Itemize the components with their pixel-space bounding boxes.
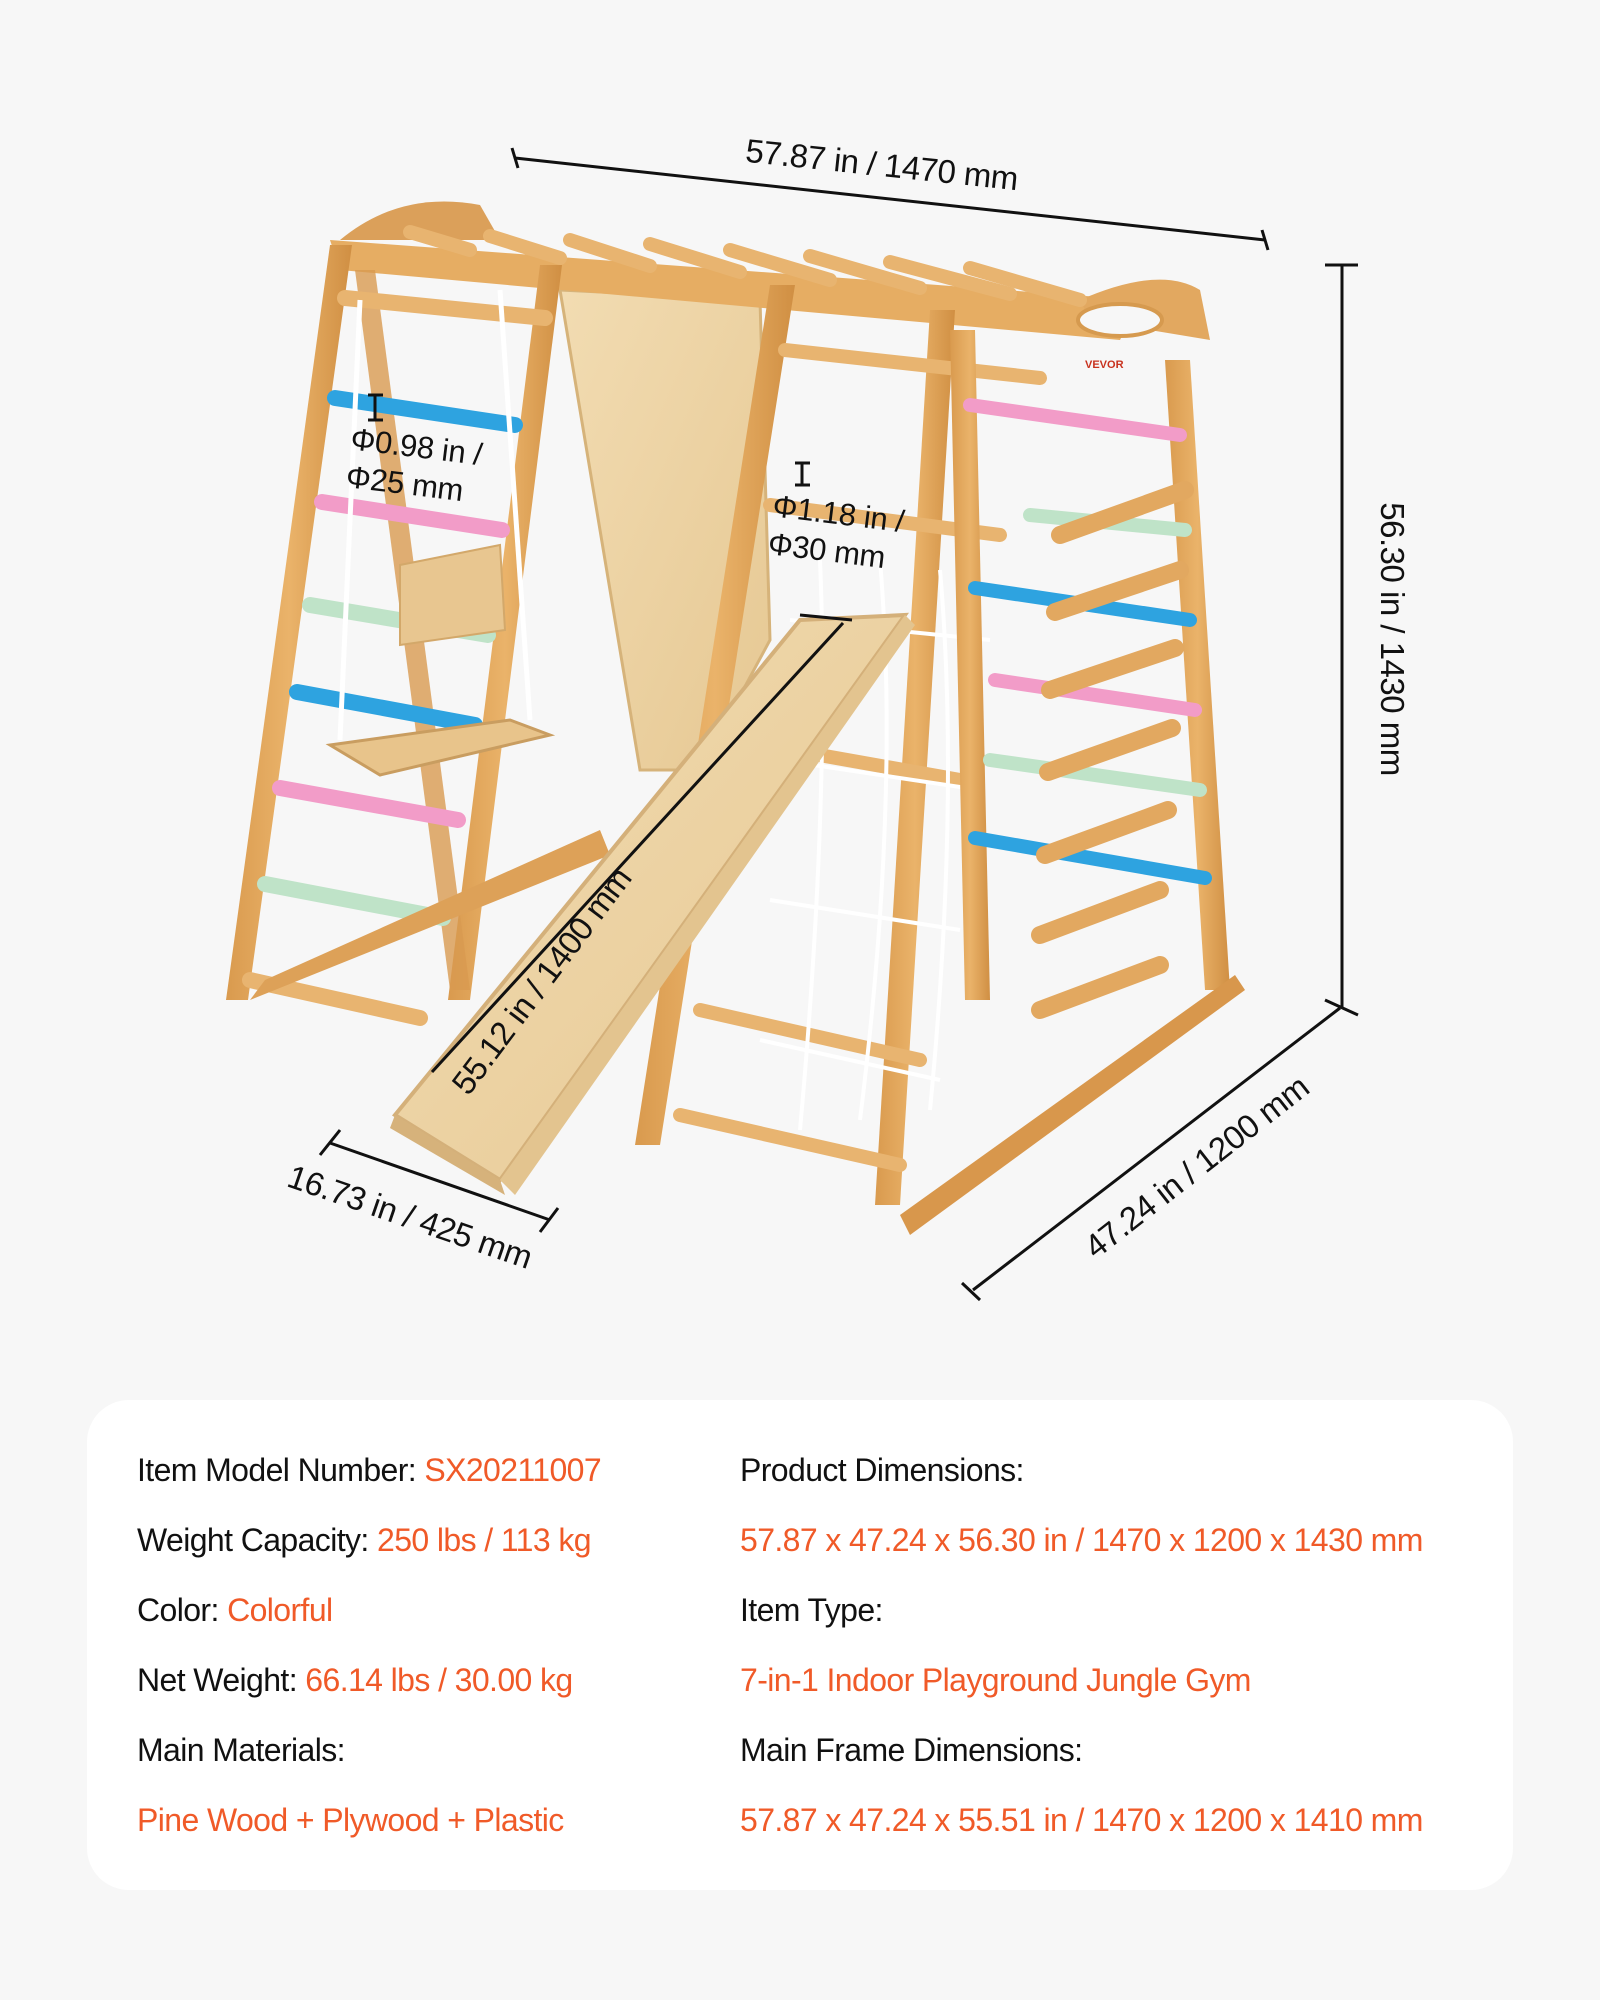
height-dimension-label: 56.30 in / 1430 mm (1373, 502, 1411, 776)
climbing-wall (900, 330, 1245, 1235)
spec-main-frame-dimensions-value: 57.87 x 47.24 x 55.51 in / 1470 x 1200 x… (740, 1802, 1423, 1838)
width-dimension-line (514, 156, 1266, 242)
spec-model-number: Item Model Number: SX20211007 (137, 1452, 602, 1488)
swing (325, 289, 556, 777)
depth-dimension-line (972, 1006, 1341, 1292)
spec-main-materials-value: Pine Wood + Plywood + Plastic (137, 1802, 564, 1838)
spec-product-dimensions-value: 57.87 x 47.24 x 56.30 in / 1470 x 1200 x… (740, 1522, 1423, 1558)
spec-main-frame-dimensions-label: Main Frame Dimensions: (740, 1732, 1083, 1768)
dimension-lines (318, 147, 1359, 1302)
slide (390, 612, 915, 1195)
spec-item-type-label: Item Type: (740, 1592, 883, 1628)
specifications-card: Item Model Number: SX20211007 Weight Cap… (87, 1400, 1513, 1890)
spec-weight-capacity: Weight Capacity: 250 lbs / 113 kg (137, 1522, 592, 1558)
spec-net-weight: Net Weight: 66.14 lbs / 30.00 kg (137, 1662, 573, 1698)
spec-main-materials-label: Main Materials: (137, 1732, 346, 1768)
rung-small-diameter-label: Φ0.98 in / Φ25 mm (344, 421, 485, 509)
spec-product-dimensions-label: Product Dimensions: (740, 1452, 1024, 1488)
jungle-gym-illustration: VEVOR (226, 147, 1359, 1302)
rung-large-diameter-label: Φ1.18 in / Φ30 mm (766, 488, 907, 576)
slide-width-dimension-line (329, 1141, 551, 1222)
brand-logo: VEVOR (1085, 359, 1124, 371)
spec-item-type-value: 7-in-1 Indoor Playground Jungle Gym (740, 1662, 1251, 1698)
spec-color: Color: Colorful (137, 1592, 333, 1628)
left-ladder (226, 245, 610, 1026)
product-dimension-diagram: VEVOR (226, 132, 1411, 1302)
slide-length-dimension-line (430, 621, 845, 1074)
